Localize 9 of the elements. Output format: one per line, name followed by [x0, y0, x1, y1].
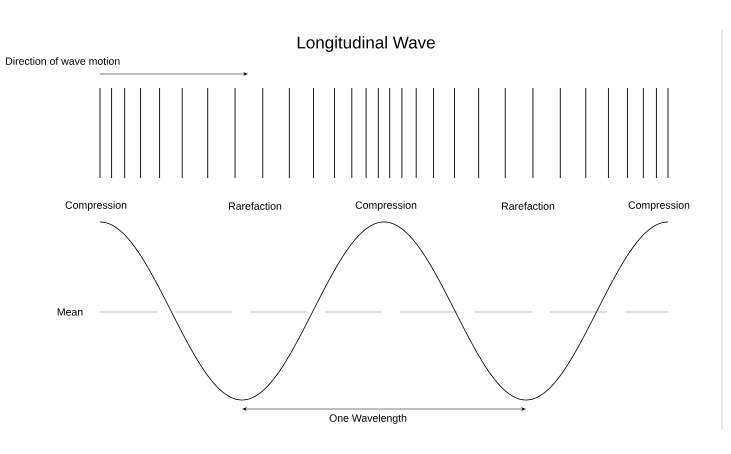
rarefaction-label: Rarefaction [229, 202, 282, 210]
compression-label: Compression [356, 201, 416, 211]
direction-label: Direction of wave motion [6, 57, 120, 65]
wavelength-label: One Wavelength [330, 414, 406, 424]
compression-label: Compression [66, 201, 126, 211]
title: Longitudinal Wave [298, 36, 435, 52]
rarefaction-label: Rarefaction [502, 202, 554, 210]
mean-label: Mean [58, 308, 82, 316]
compression-label: Compression [628, 201, 690, 211]
